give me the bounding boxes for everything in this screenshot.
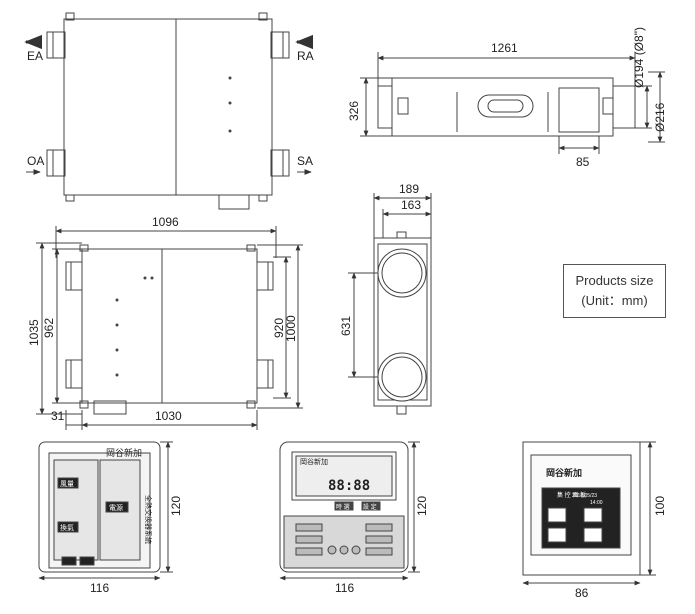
side-length-label: 1261 [491, 41, 518, 55]
port-ra-label: RA [297, 49, 314, 63]
controller-a-height-label: 120 [169, 496, 183, 516]
end-width-outer-label: 189 [399, 182, 419, 196]
products-size-note: Products size (Unit：mm) [563, 264, 666, 318]
controller-c-height-label: 100 [653, 496, 667, 516]
controller-b-lcd-digits: 88:88 [328, 478, 370, 494]
end-width-inner-label: 163 [401, 198, 421, 212]
controller-b-right-button: 設 定 [363, 503, 377, 511]
outlet-offset-label: 85 [576, 155, 590, 169]
front-view [36, 226, 303, 430]
controller-c [522, 441, 656, 586]
controller-b-width-label: 116 [335, 581, 354, 595]
controller-b-left-button: 時 選 [336, 503, 350, 511]
controller-a-power-button: 電源 [109, 503, 123, 512]
port-sa-label: SA [297, 154, 313, 168]
controller-a [38, 441, 173, 581]
front-height-body-label: 962 [42, 318, 56, 338]
duct-diameter-label: Ø194 (Ø8") [632, 27, 646, 88]
controller-c-width-label: 86 [575, 586, 589, 600]
front-left-offset-label: 31 [51, 409, 65, 423]
front-height-right-inner-label: 920 [272, 318, 286, 338]
controller-c-header: 集 控 面 板 [557, 491, 586, 499]
controller-c-date: 2012/05/23 [572, 493, 597, 499]
products-size-line2: (Unit：mm) [581, 293, 648, 308]
port-ea-label: EA [27, 49, 43, 63]
front-height-right-outer-label: 1000 [284, 315, 298, 342]
side-height-label: 326 [347, 101, 361, 121]
controller-c-time: 14:00 [590, 500, 603, 506]
side-view [360, 52, 665, 154]
front-height-total-label: 1035 [27, 319, 41, 346]
end-port-spacing-label: 631 [339, 316, 353, 336]
controller-c-brand: 岡谷新加 [546, 467, 582, 478]
front-width-outer-label: 1096 [152, 215, 179, 229]
end-view [348, 193, 432, 415]
front-width-inner-label: 1030 [155, 409, 182, 423]
controller-b-brand: 岡谷新加 [300, 457, 328, 466]
controller-a-side-text: 全熱交換器系統 [144, 495, 153, 544]
controller-b [279, 441, 420, 581]
outlet-diameter-label: Ø216 [653, 102, 667, 132]
controller-a-brand: 岡谷新加 [106, 447, 142, 458]
plan-view [24, 12, 314, 210]
port-oa-label: OA [27, 154, 44, 168]
controller-a-wind-button: 風量 [60, 480, 74, 488]
controller-b-height-label: 120 [415, 496, 429, 516]
controller-a-change-button: 換氣 [60, 523, 74, 532]
products-size-line1: Products size [575, 273, 654, 288]
controller-a-width-label: 116 [90, 581, 109, 595]
